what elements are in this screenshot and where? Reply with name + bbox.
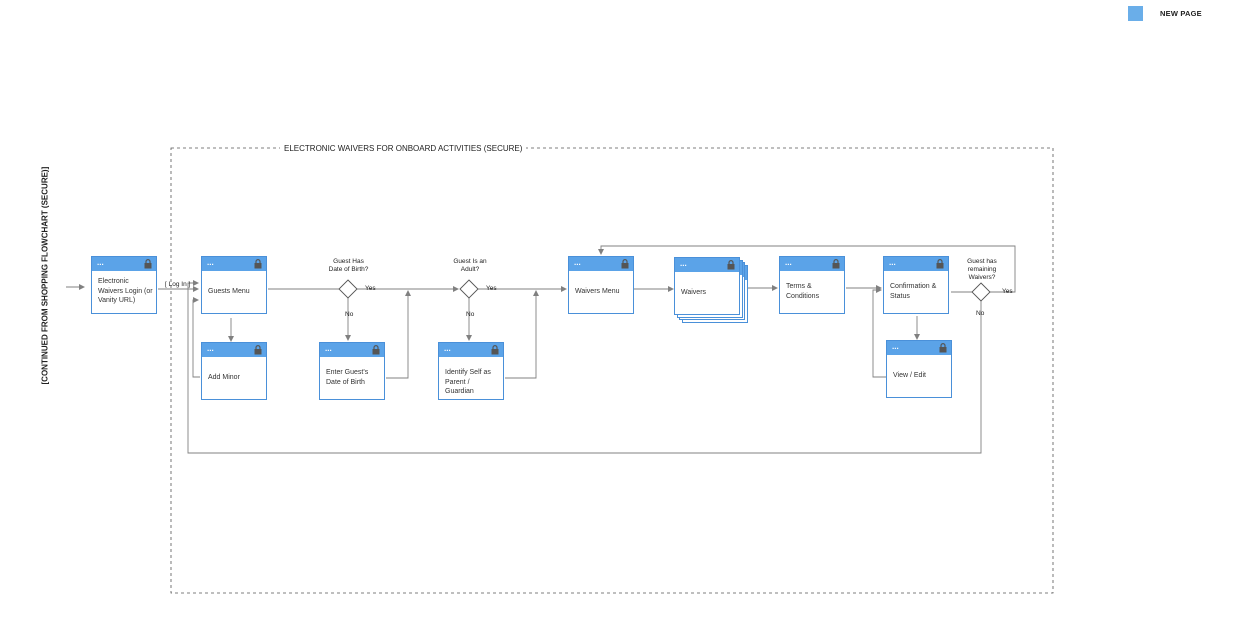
add-minor-return-connector (192, 297, 200, 378)
node-label: Waivers Menu (575, 288, 620, 295)
remaining-decision-diamond (971, 282, 991, 302)
page-header-bar: ... (780, 257, 844, 271)
adult-yes-label: Yes (486, 285, 497, 292)
lock-icon (372, 345, 380, 355)
page-header-bar: ... (202, 343, 266, 357)
node-label: Guests Menu (208, 288, 250, 295)
enter-dob-return-connector (386, 290, 411, 379)
lock-icon (254, 259, 262, 269)
node-identify-self[interactable]: ... Identify Self as Parent / Guardian (438, 342, 504, 400)
node-enter-dob[interactable]: ... Enter Guest's Date of Birth (319, 342, 385, 400)
remaining-no-label: No (976, 310, 985, 317)
page-header-bar: ... (675, 258, 739, 272)
continued-from-title: [CONTINUED FROM SHOPPING FLOWCHART (SECU… (40, 166, 50, 385)
page-header-bar: ... (202, 257, 266, 271)
node-waivers[interactable]: ... Waivers (674, 257, 740, 315)
remaining-yes-loop-connector (598, 245, 1016, 293)
page-header-bar: ... (92, 257, 156, 271)
node-label: Electronic Waivers Login (or Vanity URL) (98, 278, 153, 304)
legend: NEW PAGE (1128, 6, 1238, 26)
page-header-bar: ... (569, 257, 633, 271)
node-label: Waivers (681, 289, 707, 296)
frame-title: ELECTRONIC WAIVERS FOR ONBOARD ACTIVITIE… (280, 144, 527, 153)
log-in-label: [ Log In ] (165, 281, 191, 288)
node-view-edit[interactable]: ... View / Edit (886, 340, 952, 398)
dob-no-label: No (345, 311, 354, 318)
adult-decision-diamond (459, 279, 479, 299)
node-label: Confirmation & Status (890, 283, 937, 300)
identify-return-connector (505, 290, 539, 379)
legend-label: NEW PAGE (1160, 9, 1202, 18)
page-header-bar: ... (320, 343, 384, 357)
node-confirmation-status[interactable]: ... Confirmation & Status (883, 256, 949, 314)
secure-frame-border (170, 147, 1054, 594)
dob-yes-label: Yes (365, 285, 376, 292)
lock-icon (491, 345, 499, 355)
dob-decision-label: Guest Has Date of Birth? (328, 258, 369, 273)
lock-icon (144, 259, 152, 269)
lock-icon (936, 259, 944, 269)
remaining-no-loop-connector (187, 280, 982, 454)
node-add-minor[interactable]: ... Add Minor (201, 342, 267, 400)
view-edit-return-connector (872, 287, 886, 378)
lock-icon (727, 260, 735, 270)
node-label: Terms & Conditions (786, 283, 820, 300)
lock-icon (621, 259, 629, 269)
node-label: Enter Guest's Date of Birth (326, 369, 369, 386)
dob-decision-diamond (338, 279, 358, 299)
legend-swatch (1128, 6, 1143, 21)
lock-icon (939, 343, 947, 353)
node-label: View / Edit (893, 372, 926, 379)
adult-no-label: No (466, 311, 475, 318)
node-waivers-login[interactable]: ... Electronic Waivers Login (or Vanity … (91, 256, 157, 314)
node-label: Identify Self as Parent / Guardian (445, 369, 491, 395)
lock-icon (254, 345, 262, 355)
node-terms-conditions[interactable]: ... Terms & Conditions (779, 256, 845, 314)
remaining-decision-label: Guest has remaining Waivers? (967, 258, 997, 281)
remaining-yes-label: Yes (1002, 288, 1013, 295)
node-guests-menu[interactable]: ... Guests Menu (201, 256, 267, 314)
adult-decision-label: Guest Is an Adult? (453, 258, 487, 273)
page-header-bar: ... (887, 341, 951, 355)
page-header-bar: ... (439, 343, 503, 357)
page-header-bar: ... (884, 257, 948, 271)
node-label: Add Minor (208, 374, 240, 381)
node-waivers-menu[interactable]: ... Waivers Menu (568, 256, 634, 314)
lock-icon (832, 259, 840, 269)
